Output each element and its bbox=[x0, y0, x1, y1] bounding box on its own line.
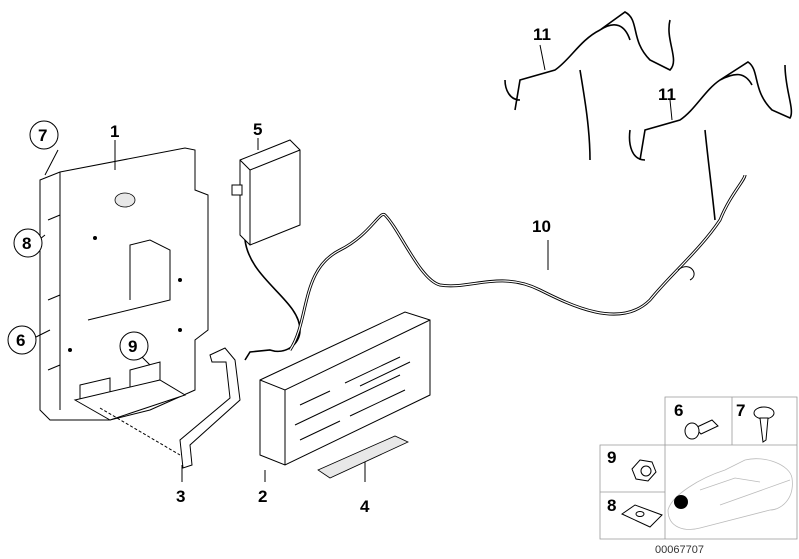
wiring-harness-part-11-upper[interactable] bbox=[504, 11, 675, 161]
diagram-id: 00067707 bbox=[655, 544, 704, 556]
clip-nut-icon bbox=[620, 504, 663, 528]
callout-11-upper: 11 bbox=[533, 25, 551, 44]
module-wire bbox=[244, 239, 301, 361]
adhesive-strip-part-4[interactable] bbox=[317, 435, 409, 479]
leader-dashed bbox=[99, 407, 181, 456]
nut-icon bbox=[631, 459, 657, 482]
circled-callout-6: 6 bbox=[7, 325, 37, 355]
callout-5: 5 bbox=[253, 120, 262, 139]
circled-callout-7: 7 bbox=[29, 120, 59, 150]
wiring-harness-part-11-lower[interactable] bbox=[628, 61, 793, 221]
bolt-icon bbox=[684, 419, 719, 440]
svg-text:9: 9 bbox=[128, 337, 137, 356]
mounting-bracket-part-1[interactable] bbox=[39, 147, 209, 421]
callout-10: 10 bbox=[532, 217, 551, 236]
screw-icon bbox=[753, 406, 775, 443]
fastener-legend: 6 7 9 8 bbox=[599, 396, 798, 540]
svg-text:8: 8 bbox=[22, 234, 31, 253]
circled-callout-8: 8 bbox=[13, 228, 43, 258]
antenna-cable-part-10[interactable] bbox=[288, 174, 747, 351]
callout-2: 2 bbox=[258, 487, 267, 506]
callout-1: 1 bbox=[110, 122, 119, 141]
control-module-part-5[interactable] bbox=[231, 139, 301, 246]
callout-11-lower: 11 bbox=[658, 85, 676, 104]
legend-label-7: 7 bbox=[736, 401, 745, 420]
car-location-icon bbox=[667, 458, 793, 530]
svg-text:7: 7 bbox=[38, 126, 47, 145]
antenna-part-2[interactable] bbox=[259, 311, 431, 466]
callout-4: 4 bbox=[360, 497, 370, 516]
legend-label-9: 9 bbox=[607, 448, 616, 467]
svg-text:6: 6 bbox=[16, 331, 25, 350]
callout-3: 3 bbox=[176, 487, 185, 506]
circled-callout-9: 9 bbox=[119, 331, 149, 361]
legend-label-6: 6 bbox=[674, 401, 683, 420]
support-arm-part-3[interactable] bbox=[179, 347, 241, 469]
legend-label-8: 8 bbox=[607, 496, 616, 515]
